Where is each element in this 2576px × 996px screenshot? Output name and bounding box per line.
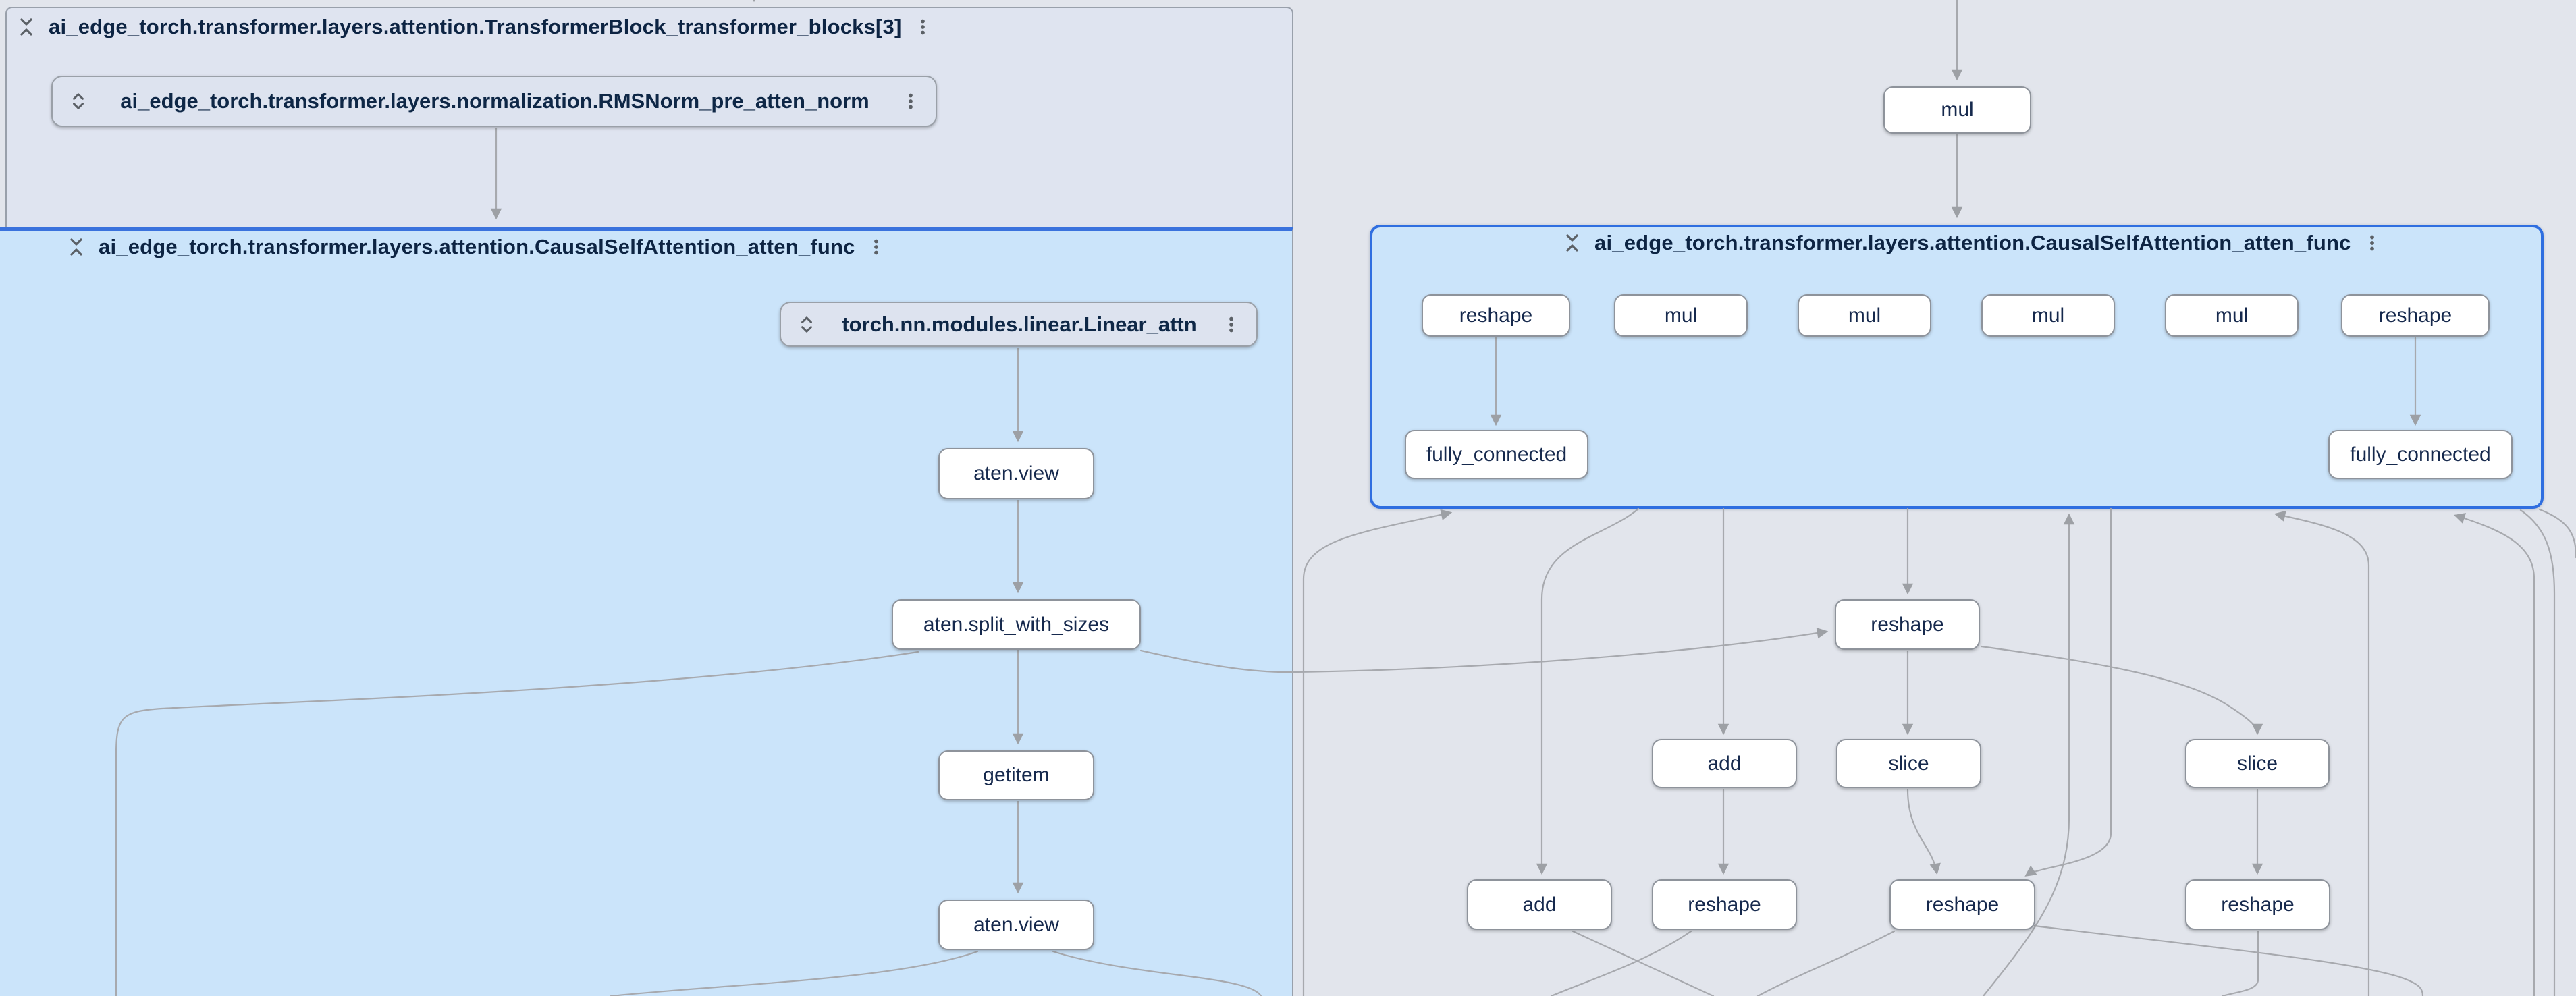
op-node-getitem[interactable]: getitem xyxy=(938,750,1094,800)
more-options-button[interactable] xyxy=(869,236,884,258)
op-node-label: fully_connected xyxy=(2350,443,2491,466)
op-node-label: reshape xyxy=(1925,893,2000,916)
edge-group-to-add-c xyxy=(1536,507,1640,875)
collapsed-node-linear-attn[interactable]: torch.nn.modules.linear.Linear_attn xyxy=(780,302,1258,347)
op-node-label: reshape xyxy=(1459,304,1533,327)
edge-reshape-c1-out xyxy=(1550,930,1692,996)
op-node-aten-view-2[interactable]: aten.view xyxy=(938,900,1094,950)
edge-group-down-right-edge xyxy=(2519,509,2556,996)
op-node-label: aten.view xyxy=(973,462,1059,485)
op-node-label: mul xyxy=(2031,304,2065,327)
collapse-button[interactable] xyxy=(68,236,85,258)
op-node-mul-1[interactable]: mul xyxy=(1614,294,1748,337)
op-node-mul-4[interactable]: mul xyxy=(2165,294,2299,337)
unfold-less-icon xyxy=(1566,234,1578,252)
op-node-reshape-r1[interactable]: reshape xyxy=(1422,294,1570,337)
op-node-reshape-c3[interactable]: reshape xyxy=(2185,879,2330,930)
op-node-add-c[interactable]: add xyxy=(1467,879,1612,930)
op-node-slice-b2[interactable]: slice xyxy=(2185,739,2330,788)
op-node-label: mul xyxy=(1664,304,1698,327)
edge-up-into-group-right2 xyxy=(2453,513,2535,996)
unfold-less-icon xyxy=(20,18,32,36)
unfold-less-icon xyxy=(70,238,82,256)
edge-split-to-reshape-a xyxy=(1139,627,1829,673)
op-node-label: aten.split_with_sizes xyxy=(923,613,1110,636)
op-node-reshape-r6[interactable]: reshape xyxy=(2341,294,2490,337)
kebab-icon xyxy=(909,93,913,109)
group-title: ai_edge_torch.transformer.layers.attenti… xyxy=(49,15,902,38)
op-node-label: reshape xyxy=(2221,893,2295,916)
unfold-more-icon xyxy=(73,93,84,109)
op-node-add-b[interactable]: add xyxy=(1652,739,1797,788)
group-header-causal-self-attention-left: ai_edge_torch.transformer.layers.attenti… xyxy=(68,235,884,259)
collapsed-node-rmsnorm-pre-atten-norm[interactable]: ai_edge_torch.transformer.layers.normali… xyxy=(51,76,937,127)
edge-up-into-group-right1 xyxy=(2274,510,2370,996)
op-node-aten-split-with-sizes[interactable]: aten.split_with_sizes xyxy=(892,599,1141,650)
op-node-mul-3[interactable]: mul xyxy=(1981,294,2115,337)
unfold-more-icon xyxy=(801,316,812,333)
op-node-reshape-c2[interactable]: reshape xyxy=(1889,879,2035,930)
edge-reshape-c2-out-left xyxy=(1756,930,1896,996)
op-node-label: aten.view xyxy=(973,913,1059,936)
group-title: ai_edge_torch.transformer.layers.attenti… xyxy=(1594,231,2351,254)
op-node-label: reshape xyxy=(1688,893,1761,916)
group-header-transformer-block: ai_edge_torch.transformer.layers.attenti… xyxy=(18,15,930,39)
op-node-slice-b1[interactable]: slice xyxy=(1836,739,1981,788)
more-options-button[interactable] xyxy=(2365,232,2380,254)
edge-reshape-c2-out-right xyxy=(2033,924,2424,996)
group-header-causal-self-attention-right: ai_edge_torch.transformer.layers.attenti… xyxy=(1563,231,2380,255)
kebab-icon xyxy=(2369,235,2374,251)
edge-view2-out-right xyxy=(1052,950,1262,996)
edge-reshape-c3-out xyxy=(2221,930,2259,996)
expand-button[interactable] xyxy=(70,92,86,111)
op-node-label: mul xyxy=(1941,99,1974,121)
op-node-reshape-c1[interactable]: reshape xyxy=(1652,879,1797,930)
edge-group-out-right xyxy=(2538,508,2576,559)
edge-view2-out-left xyxy=(610,950,979,996)
edge-reshape-a-to-slice-b2 xyxy=(1980,645,2263,736)
op-node-label: getitem xyxy=(983,764,1050,786)
op-node-aten-view-1[interactable]: aten.view xyxy=(938,448,1094,499)
edge-add-c-out xyxy=(1572,930,1715,996)
op-node-mul-2[interactable]: mul xyxy=(1798,294,1931,337)
op-node-label: add xyxy=(1522,893,1557,916)
kebab-icon xyxy=(1229,316,1233,332)
edge-group-to-reshape-c2 xyxy=(2024,507,2112,877)
op-node-label: mul xyxy=(2215,304,2249,327)
op-node-reshape-a[interactable]: reshape xyxy=(1835,599,1980,650)
expand-button[interactable] xyxy=(799,315,815,334)
collapsed-node-label: ai_edge_torch.transformer.layers.normali… xyxy=(120,89,869,113)
op-node-fully-connected-right[interactable]: fully_connected xyxy=(2328,430,2513,479)
op-node-label: mul xyxy=(1848,304,1881,327)
more-options-button[interactable] xyxy=(903,91,918,111)
more-options-button[interactable] xyxy=(915,16,930,38)
edge-up-into-group-mid xyxy=(1982,513,2075,996)
edge-split-out-left xyxy=(115,651,919,996)
op-node-label: add xyxy=(1707,752,1742,775)
op-node-mul-top[interactable]: mul xyxy=(1883,86,2031,134)
more-options-button[interactable] xyxy=(1224,314,1239,335)
op-node-label: fully_connected xyxy=(1426,443,1567,466)
op-node-label: reshape xyxy=(1871,613,1944,636)
op-node-fully-connected-left[interactable]: fully_connected xyxy=(1405,430,1588,479)
kebab-icon xyxy=(920,19,925,35)
edge-up-into-group-left xyxy=(1302,509,1453,996)
edge-slice-b1-to-reshape-c2 xyxy=(1906,788,1941,875)
collapse-button[interactable] xyxy=(18,16,35,38)
group-title: ai_edge_torch.transformer.layers.attenti… xyxy=(99,235,855,258)
op-node-label: slice xyxy=(2236,752,2278,775)
op-node-label: slice xyxy=(1888,752,1929,775)
collapsed-node-label: torch.nn.modules.linear.Linear_attn xyxy=(842,312,1197,336)
kebab-icon xyxy=(874,239,878,255)
collapse-button[interactable] xyxy=(1563,232,1581,254)
op-node-label: reshape xyxy=(2378,304,2452,327)
